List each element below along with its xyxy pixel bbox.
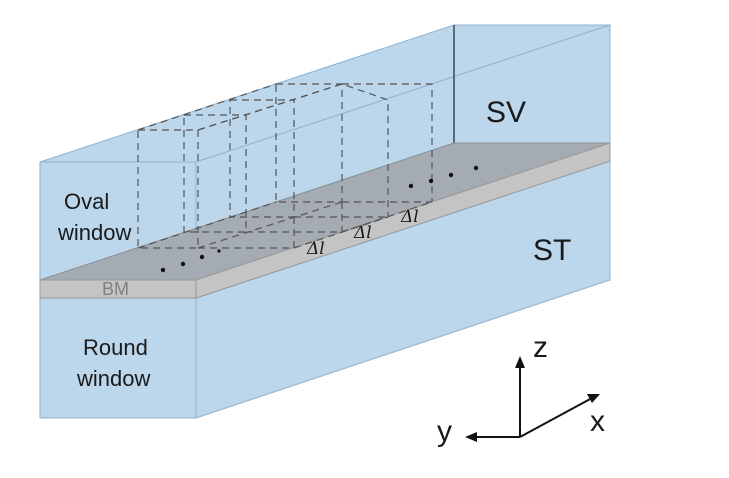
- delta-l-label: Δl: [400, 207, 419, 227]
- control-volume-edge: [197, 201, 343, 249]
- round-window-label: Round: [83, 335, 148, 360]
- dot: [199, 254, 205, 260]
- x-axis-label: x: [590, 405, 605, 438]
- scala-tympani: [39, 160, 611, 419]
- x-axis-arrowhead: [587, 394, 600, 403]
- bm-label: BM: [102, 279, 129, 299]
- control-volume-box: [183, 114, 247, 233]
- dot: [448, 172, 454, 178]
- control-volume-edge: [341, 201, 433, 233]
- ellipsis-dots: [160, 165, 479, 273]
- x-axis: [519, 397, 593, 438]
- dot: [473, 165, 479, 171]
- round-window-label: window: [76, 366, 150, 391]
- control-volume-box: [137, 129, 199, 249]
- coordinate-axes: [465, 356, 600, 442]
- dot: [428, 178, 434, 184]
- delta-l-label: Δl: [306, 239, 325, 259]
- control-volume-edge: [137, 83, 277, 131]
- z-axis-arrowhead: [515, 356, 525, 368]
- oval-window-label: Oval: [64, 189, 109, 214]
- control-volume-edge: [197, 83, 389, 217]
- st-label: ST: [533, 234, 571, 267]
- dot: [408, 183, 414, 189]
- control-volume-edge: [293, 216, 389, 249]
- bm-front-face: [39, 279, 197, 299]
- control-volume-edge: [342, 83, 433, 202]
- y-axis-label: y: [437, 415, 452, 448]
- basilar-membrane: [39, 142, 611, 299]
- y-axis-arrowhead: [465, 432, 477, 442]
- delta-l-label: Δl: [353, 223, 372, 243]
- z-axis-label: z: [533, 331, 548, 364]
- control-volumes: [137, 83, 433, 249]
- dot: [217, 249, 221, 253]
- st-front-face: [39, 297, 197, 419]
- dot: [160, 267, 166, 273]
- oval-window-label: window: [57, 220, 131, 245]
- scala-vestibuli: [39, 24, 611, 281]
- dot: [180, 261, 186, 267]
- control-volume-edge: [137, 201, 277, 249]
- sv-label: SV: [486, 96, 526, 129]
